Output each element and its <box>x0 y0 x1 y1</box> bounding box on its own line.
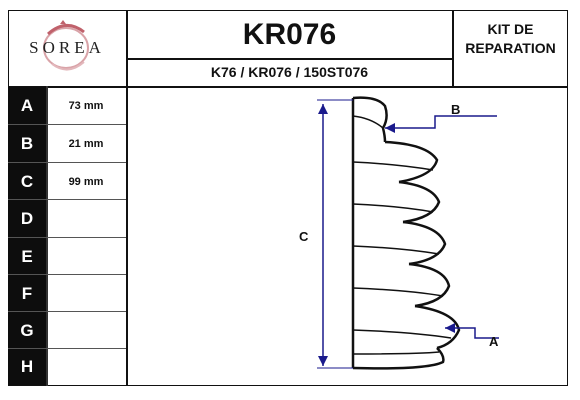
boot-fold <box>402 220 447 266</box>
dimension-value: 99 mm <box>68 176 104 188</box>
dimension-letter: A <box>8 87 46 125</box>
arrow-left-icon <box>445 323 455 333</box>
divider <box>8 162 126 163</box>
dimension-value: 21 mm <box>68 138 104 150</box>
boot-fold <box>398 180 441 224</box>
dimension-value: 73 mm <box>68 100 104 112</box>
boot-collar <box>352 347 445 370</box>
page-title: KR076 <box>242 18 337 51</box>
dimension-letter: B <box>8 125 46 163</box>
divider <box>452 10 454 86</box>
arrow-down-icon <box>318 356 328 366</box>
divider <box>8 86 568 88</box>
divider <box>126 10 128 386</box>
divider <box>8 237 126 238</box>
dimension-letter: C <box>8 163 46 201</box>
divider <box>8 348 126 349</box>
cv-boot-diagram: C B A <box>299 96 499 370</box>
dimension-b-line <box>385 115 497 129</box>
dimension-c-label: C <box>299 229 309 244</box>
dimension-value <box>46 200 126 238</box>
brand-logo: SOREA <box>8 10 126 86</box>
kit-label-line2: REPARATION <box>465 40 556 56</box>
boot-drawing: C B A <box>127 86 568 386</box>
dimension-letter: G <box>8 312 46 350</box>
divider <box>8 274 126 275</box>
dimension-row: C 99 mm <box>8 163 126 201</box>
dimension-row: A 73 mm <box>8 87 126 125</box>
logo-swoosh-icon <box>43 20 89 71</box>
dimension-row: F <box>8 275 126 313</box>
dimension-letter: H <box>8 349 46 385</box>
dimension-letter: F <box>8 275 46 313</box>
dimension-value <box>46 275 126 313</box>
dimension-row: E <box>8 238 126 276</box>
dimension-value <box>46 349 126 385</box>
dimension-value <box>46 238 126 276</box>
boot-collar <box>352 96 388 143</box>
divider <box>46 86 48 386</box>
dimension-letter: D <box>8 200 46 238</box>
arrow-left-icon <box>385 123 395 133</box>
arrow-up-icon <box>318 104 328 114</box>
brand-name: SOREA <box>29 38 105 57</box>
dimension-letter: E <box>8 238 46 276</box>
boot-fold <box>408 262 451 308</box>
dimension-value <box>46 312 126 350</box>
divider <box>8 311 126 312</box>
boot-fold <box>414 304 461 350</box>
divider <box>126 58 453 60</box>
divider <box>8 124 126 125</box>
dimension-row: G <box>8 312 126 350</box>
boot-fold <box>384 140 439 184</box>
reference-list: K76 / KR076 / 150ST076 <box>210 64 369 80</box>
kit-label: KIT DE REPARATION <box>453 20 568 58</box>
dimension-a-label: A <box>489 334 499 349</box>
dimension-row: D <box>8 200 126 238</box>
dimension-b-label: B <box>451 102 460 117</box>
dimension-row: H <box>8 349 126 385</box>
dimension-a-line <box>445 327 499 339</box>
divider <box>8 199 126 200</box>
dimension-row: B 21 mm <box>8 125 126 163</box>
kit-label-line1: KIT DE <box>487 21 534 37</box>
